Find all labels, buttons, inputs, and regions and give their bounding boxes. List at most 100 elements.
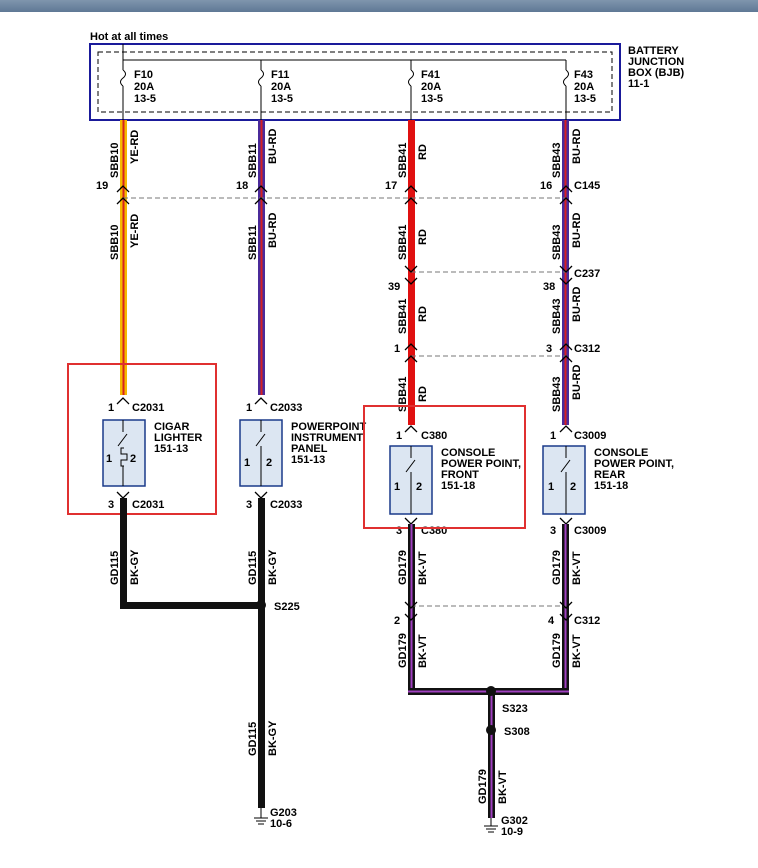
ppip-title-2: INSTRUMENT — [291, 432, 363, 444]
sbb11-color-2: BU-RD — [267, 213, 279, 248]
cigar-title-3: 151-13 — [154, 443, 188, 455]
fuse-f41-rating: 20A — [421, 81, 441, 93]
ppip-internal-pin-2: 2 — [266, 457, 272, 469]
cigar-conn-top: C2031 — [132, 402, 164, 414]
splice-s308-dot — [486, 725, 496, 735]
sbb41-circuit-3: SBB41 — [397, 299, 409, 334]
sbb41-circuit-4: SBB41 — [397, 377, 409, 412]
sbb11-color-1: BU-RD — [267, 129, 279, 164]
cpr-pin-in: 1 — [550, 430, 556, 442]
cpr-conn-top: C3009 — [574, 430, 606, 442]
cpr-title-3: REAR — [594, 469, 625, 481]
sbb41-color-3: RD — [417, 306, 429, 322]
cpr-title-1: CONSOLE — [594, 447, 648, 459]
cigar-title-2: LIGHTER — [154, 432, 202, 444]
wiring-diagram: Hot at all times BATTERY JUNCTION BOX (B… — [67, 31, 685, 838]
cigar-pin-in: 1 — [108, 402, 114, 414]
fuse-f43-name: F43 — [574, 69, 593, 81]
bjb-title-1: BATTERY — [628, 45, 679, 57]
ppip-title-4: 151-13 — [291, 454, 325, 466]
c237-label: C237 — [574, 268, 600, 280]
powerpoint-instrument-panel: 1 C2033 1 2 POWERPOINT INSTRUMENT PANEL … — [239, 397, 366, 511]
c145-pin-19: 19 — [96, 180, 108, 192]
fuse-f11: F11 20A 13-5 — [258, 60, 293, 120]
fuse-f43-rating: 20A — [574, 81, 594, 93]
fuse-f43-ref: 13-5 — [574, 93, 596, 105]
gd115-circuit-3: GD115 — [247, 722, 259, 756]
bjb-title-3: BOX (BJB) — [628, 67, 685, 79]
cpf-conn-bottom: C380 — [421, 525, 447, 537]
gd115-color-2: BK-GY — [267, 549, 279, 585]
cpf-title-1: CONSOLE — [441, 447, 495, 459]
ppip-pin-in: 1 — [246, 402, 252, 414]
ppip-pin-out: 3 — [246, 499, 252, 511]
gd115-color-1: BK-GY — [129, 549, 141, 585]
c312-bottom-label: C312 — [574, 615, 600, 627]
sbb43-circuit-2: SBB43 — [551, 225, 563, 260]
ppip-title-3: PANEL — [291, 443, 328, 455]
sbb43-color-4: BU-RD — [571, 365, 583, 400]
cpr-internal-pin-2: 2 — [570, 481, 576, 493]
cpf-internal-pin-2: 2 — [416, 481, 422, 493]
c237-marks — [404, 265, 573, 285]
ground-g302-name: G302 — [501, 815, 528, 827]
splice-s225-dot — [256, 600, 266, 610]
fuse-f41-ref: 13-5 — [421, 93, 443, 105]
cpf-pin-out: 3 — [396, 525, 402, 537]
cigar-internal-pin-1: 1 — [106, 453, 112, 465]
cpr-pin-out: 3 — [550, 525, 556, 537]
splice-s308: S308 — [504, 726, 530, 738]
cpf-title-2: POWER POINT, — [441, 458, 521, 470]
gd179-color-1: BK-VT — [417, 551, 429, 585]
c145-pin-17: 17 — [385, 180, 397, 192]
gd179-circuit-2: GD179 — [551, 550, 563, 585]
highlight-console-front — [363, 405, 526, 529]
ppip-conn-top: C2033 — [270, 402, 302, 414]
sbb43-color-2: BU-RD — [571, 213, 583, 248]
bjb-inner-dashed — [97, 51, 613, 113]
sbb43-circuit-3: SBB43 — [551, 299, 563, 334]
c312-bottom-pin-4: 4 — [548, 615, 555, 627]
sbb10-color-2: YE-RD — [129, 214, 141, 248]
wire-labels: SBB10 YE-RD SBB11 BU-RD SBB41 RD SBB43 B… — [109, 129, 583, 412]
gd179-circuit-1: GD179 — [397, 550, 409, 585]
ground-g203-name: G203 — [270, 807, 297, 819]
c312-top-pin-1: 1 — [394, 343, 400, 355]
cpf-title-4: 151-18 — [441, 480, 475, 492]
sbb10-color-1: YE-RD — [129, 130, 141, 164]
cpf-internal-pin-1: 1 — [394, 481, 400, 493]
console-power-point-rear: 1 C3009 1 2 CONSOLE POWER POINT, REAR 15… — [542, 425, 674, 537]
wire-sbb11 — [258, 120, 265, 395]
bjb-title-4: 11-1 — [628, 78, 649, 90]
c312-top-label: C312 — [574, 343, 600, 355]
fuse-f10-name: F10 — [134, 69, 153, 81]
fuse-f11-ref: 13-5 — [271, 93, 293, 105]
ppip-conn-bottom: C2033 — [270, 499, 302, 511]
cpf-title-3: FRONT — [441, 469, 479, 481]
cigar-pin-out: 3 — [108, 499, 114, 511]
c312-top-pin-3: 3 — [546, 343, 552, 355]
sbb41-circuit-2: SBB41 — [397, 225, 409, 260]
splice-s225: S225 — [274, 601, 300, 613]
splice-s323-dot — [486, 686, 496, 696]
gd115-circuit-1: GD115 — [109, 551, 121, 585]
sbb11-circuit-2: SBB11 — [247, 225, 259, 260]
fuse-f10-ref: 13-5 — [134, 93, 156, 105]
sbb43-color-1: BU-RD — [571, 129, 583, 164]
ground-g302-symbol — [484, 818, 498, 833]
cigar-title-1: CIGAR — [154, 421, 190, 433]
c237-pin-38: 38 — [543, 281, 555, 293]
sbb11-circuit-1: SBB11 — [247, 143, 259, 178]
ground-g302-ref: 10-9 — [501, 826, 523, 838]
console-power-point-front: 1 C380 1 2 CONSOLE POWER POINT, FRONT 15… — [389, 425, 521, 537]
c312-bottom-marks — [404, 601, 573, 621]
sbb41-color-4: RD — [417, 386, 429, 402]
hot-at-all-times-label: Hot at all times — [90, 31, 168, 43]
gd179-circuit-4: GD179 — [551, 633, 563, 668]
fuse-f41-name: F41 — [421, 69, 440, 81]
gd179-circuit-3: GD179 — [397, 633, 409, 668]
sbb41-color-1: RD — [417, 144, 429, 160]
title-bar — [0, 0, 758, 12]
fuse-f10: F10 20A 13-5 — [120, 44, 156, 120]
fuse-f41: F41 20A 13-5 — [408, 60, 443, 120]
